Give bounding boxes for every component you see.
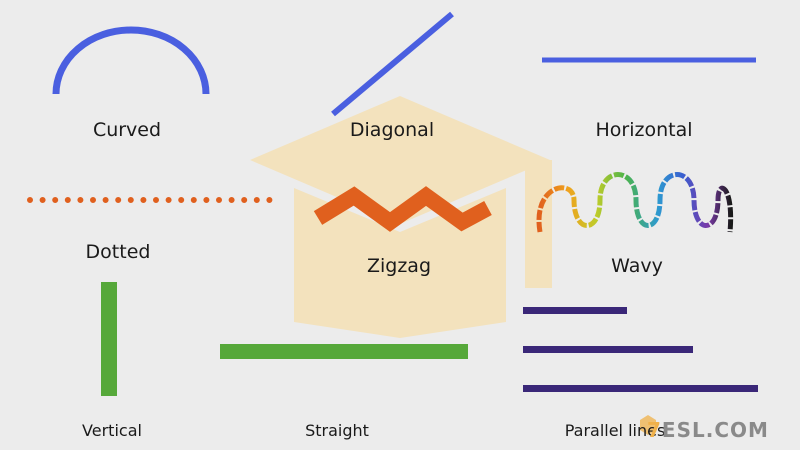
parallel-line-2 bbox=[523, 346, 693, 353]
diagonal-line bbox=[331, 11, 454, 117]
label-dotted: Dotted bbox=[85, 241, 151, 263]
graduation-cap-watermark bbox=[250, 96, 552, 338]
label-horizontal: Horizontal bbox=[595, 119, 693, 141]
vertical-line bbox=[101, 282, 117, 396]
zigzag-line bbox=[313, 186, 492, 232]
logo-hex-mark bbox=[640, 415, 656, 435]
brand-name: ESL.COM bbox=[661, 418, 769, 442]
label-diagonal: Diagonal bbox=[349, 119, 435, 141]
label-parallel-lines: Parallel lines bbox=[564, 421, 666, 440]
straight-line bbox=[220, 344, 468, 359]
label-straight: Straight bbox=[305, 421, 369, 440]
label-vertical: Vertical bbox=[82, 421, 142, 440]
brand-logo: 7ESL.COM bbox=[647, 418, 769, 442]
wavy-line bbox=[536, 172, 734, 233]
brand-prefix: 7 bbox=[647, 418, 662, 442]
parallel-lines bbox=[523, 307, 758, 392]
curved-line bbox=[52, 26, 210, 95]
parallel-line-3 bbox=[523, 385, 758, 392]
label-zigzag: Zigzag bbox=[366, 255, 432, 277]
parallel-line-1 bbox=[523, 307, 627, 314]
label-curved: Curved bbox=[92, 119, 162, 141]
label-wavy: Wavy bbox=[611, 255, 663, 277]
